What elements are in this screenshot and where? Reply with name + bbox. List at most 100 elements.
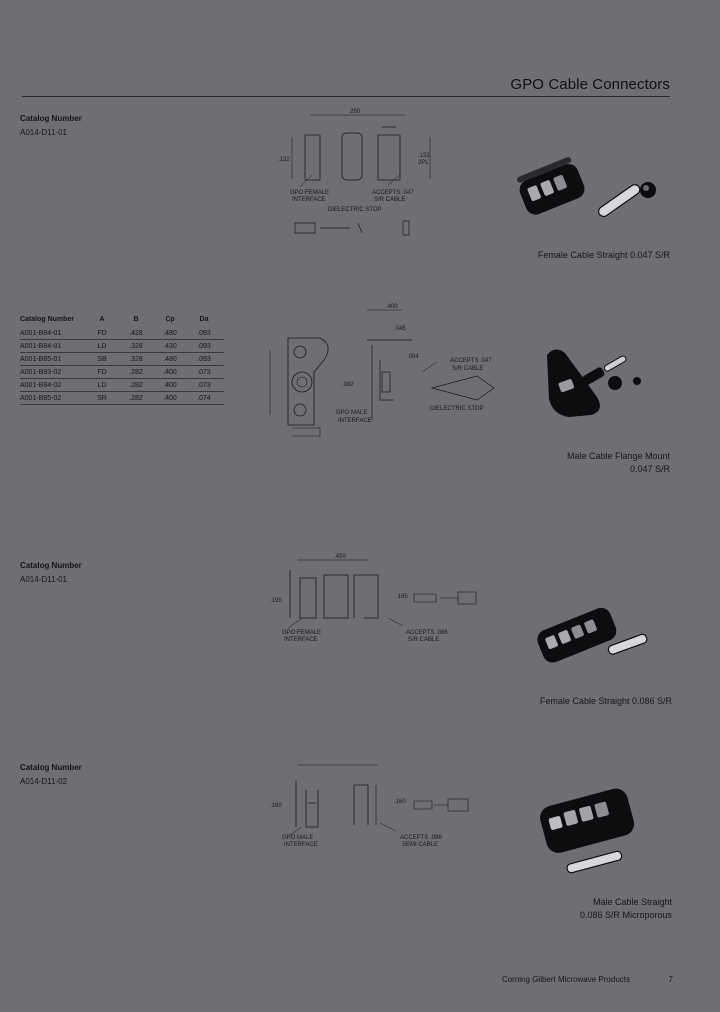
table-row: A001-B84-01 FD .428 .480 .093 — [20, 327, 224, 340]
drawing-male-flange: .400 .045 .094 .082 ACCEPTS .047 S/R CAB… — [269, 304, 495, 437]
table-cell: .093 — [190, 327, 224, 340]
table-cell: .282 — [122, 365, 156, 379]
dim-right-2pl: 2PL — [418, 160, 429, 166]
catalog-number-4: A014-D11-02 — [20, 777, 67, 786]
table-cell: .328 — [122, 352, 156, 366]
callout-accepts: ACCEPTS .086 — [406, 630, 448, 636]
page-title: GPO Cable Connectors — [510, 76, 670, 93]
table-header: Da — [199, 315, 209, 323]
callout-accepts: ACCEPTS .047 — [372, 190, 414, 196]
table-cell: A001-B83-02 — [20, 365, 88, 379]
table-cell: A001-B85-01 — [20, 352, 88, 366]
callout-interface: INTERFACE — [284, 842, 318, 848]
callout-interface: INTERFACE — [284, 637, 318, 643]
dim-094: .094 — [407, 354, 419, 360]
table-cell: .093 — [190, 352, 224, 366]
footer-company: Corning Gilbert Microwave Products — [501, 975, 630, 984]
table-row: A001-B83-02 FD .282 .400 .073 — [20, 365, 224, 379]
catalog-label-4: Catalog Number — [20, 763, 82, 772]
caption-4-line-2: 0.086 S/R Microporous — [579, 910, 672, 920]
table-cell: .480 — [156, 352, 190, 366]
dim-left: .160 — [270, 803, 282, 809]
dim-045: .045 — [394, 326, 406, 332]
table-row: A001-B85-01 SB .328 .480 .093 — [20, 352, 224, 366]
table-cell: SR — [88, 391, 122, 405]
table-cell: .073 — [190, 378, 224, 392]
callout-interface: INTERFACE — [292, 197, 326, 203]
caption-2-line-1: Male Cable Flange Mount — [566, 451, 670, 461]
dim-length: 250 — [350, 109, 361, 115]
dim-right: .160 — [394, 799, 406, 805]
drawing-male-086: .160 .160 GPO MALE INTERFACE ACCEPTS .08… — [270, 764, 469, 848]
product-photo-male-flange — [547, 349, 641, 417]
caption-3-line-1: Female Cable Straight 0.086 S/R — [539, 696, 672, 706]
table-cell: LD — [88, 339, 122, 353]
callout-accepts: ACCEPTS .047 — [450, 358, 492, 364]
table-cell: .073 — [190, 365, 224, 379]
callout-accepts: ACCEPTS .086 — [400, 835, 442, 841]
callout-female: GPO FEMALE — [282, 630, 321, 636]
table-header: Cp — [165, 315, 175, 323]
table-cell: FD — [88, 365, 122, 379]
dim-right: .195 — [396, 594, 408, 600]
drawing-female-047: 250 .132 .132 2PL GPO FEMALE INTERFACE A… — [278, 109, 430, 236]
callout-cable: S/R CABLE — [408, 637, 439, 643]
table-cell: A001-B85-02 — [20, 391, 88, 405]
caption-3: Female Cable Straight 0.086 S/R — [540, 695, 672, 708]
table-cell: A001-B84-01 — [20, 327, 88, 340]
table-cell: .074 — [190, 391, 224, 405]
catalog-number-3: A014-D11-01 — [20, 575, 67, 584]
title-rule — [22, 96, 670, 97]
callout-interface: INTERFACE — [338, 418, 372, 424]
dim-right: .132 — [418, 153, 430, 159]
table-cell: FD — [88, 327, 122, 340]
table-cell: .093 — [190, 339, 224, 353]
catalog-label-3: Catalog Number — [20, 561, 82, 570]
callout-cable: S/R CABLE — [452, 366, 483, 372]
callout-cable: SEMI CABLE — [402, 842, 438, 848]
callout-stop: DIELECTRIC STOP — [328, 207, 382, 213]
dim-left: .195 — [270, 598, 282, 604]
table-cell: .400 — [156, 365, 190, 379]
callout-stop: DIELECTRIC STOP — [430, 406, 484, 412]
table-cell: LD — [88, 378, 122, 392]
table-cell: .428 — [122, 327, 156, 340]
dim-400: .400 — [386, 304, 398, 310]
caption-4-line-1: Male Cable Straight — [592, 897, 672, 907]
caption-1: Female Cable Straight 0.047 S/R — [538, 249, 670, 262]
table-cell: .430 — [156, 339, 190, 353]
table-cell: .282 — [122, 391, 156, 405]
table-row: A001-B84-02 LD .282 .400 .073 — [20, 378, 224, 392]
table-header: Catalog Number — [20, 315, 75, 323]
dim-082: .082 — [342, 382, 354, 388]
dim-450: .450 — [334, 554, 346, 560]
table-cell: A001-B84-02 — [20, 378, 88, 392]
table-cell: SB — [88, 352, 122, 366]
table-cell: .400 — [156, 391, 190, 405]
callout-cable: S/R CABLE — [374, 197, 405, 203]
table-cell: A001-B84-01 — [20, 339, 88, 353]
table-cell: .480 — [156, 327, 190, 340]
table-cell: .282 — [122, 378, 156, 392]
callout-male: GPO MALE — [336, 410, 367, 416]
table-header: B — [133, 315, 139, 323]
callout-male: GPO MALE — [282, 835, 313, 841]
table-header: A — [99, 315, 105, 323]
caption-2: Male Cable Flange Mount 0.047 S/R — [567, 450, 670, 476]
table-cell: .328 — [122, 339, 156, 353]
callout-female: GPO FEMALE — [290, 190, 329, 196]
catalog-label-1: Catalog Number — [20, 114, 82, 123]
dim-left: .132 — [278, 157, 290, 163]
catalog-number-1: A014-D11-01 — [20, 128, 67, 137]
table-cell: .400 — [156, 378, 190, 392]
page-number: 7 — [668, 975, 673, 984]
table-header-row: Catalog Number A B Cp Da — [20, 314, 224, 327]
table-row: A001-B85-02 SR .282 .400 .074 — [20, 391, 224, 405]
caption-4: Male Cable Straight 0.086 S/R Microporou… — [580, 896, 672, 922]
drawing-female-086: .450 .195 .195 GPO FEMALE INTERFACE ACCE… — [270, 554, 477, 643]
caption-2-line-2: 0.047 S/R — [629, 464, 670, 474]
table-row: A001-B84-01 LD .328 .430 .093 — [20, 339, 224, 353]
product-photo-female-047 — [517, 157, 656, 218]
spec-table: Catalog Number A B Cp Da A001-B84-01 FD … — [20, 314, 224, 405]
product-photo-female-086 — [537, 607, 648, 663]
